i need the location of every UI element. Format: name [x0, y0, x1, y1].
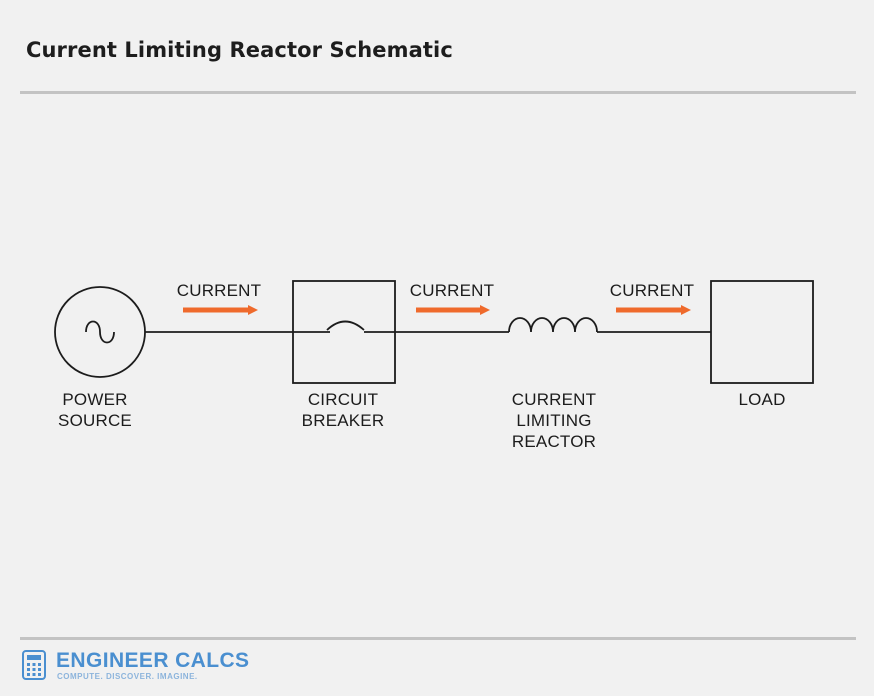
load-label: LOAD [738, 390, 785, 409]
power-source-symbol [54, 286, 146, 378]
power-source-label-line2: SOURCE [58, 411, 132, 430]
header-divider [20, 91, 856, 94]
current-label-1: CURRENT [177, 281, 262, 300]
load-box [710, 280, 814, 384]
power-source-label-line1: POWER [62, 390, 127, 409]
reactor-coil-symbol [508, 317, 598, 333]
circuit-breaker-label-line1: CIRCUIT [308, 390, 378, 409]
breaker-contact-arc [326, 320, 365, 331]
brand-tagline: COMPUTE. DISCOVER. IMAGINE. [57, 672, 198, 681]
reactor-label-line2: LIMITING [516, 411, 591, 430]
circuit-breaker-label-line2: BREAKER [302, 411, 385, 430]
current-label-3: CURRENT [610, 281, 695, 300]
brand-name: ENGINEER CALCS [56, 649, 250, 672]
reactor-label-line1: CURRENT [512, 390, 597, 409]
reactor-label-line3: REACTOR [512, 432, 596, 451]
page-title: Current Limiting Reactor Schematic [26, 38, 453, 62]
footer-divider [20, 637, 856, 640]
calculator-logo-icon [22, 650, 46, 680]
sine-wave-icon [85, 320, 115, 344]
circuit-breaker-symbol [292, 280, 396, 384]
current-label-2: CURRENT [410, 281, 495, 300]
